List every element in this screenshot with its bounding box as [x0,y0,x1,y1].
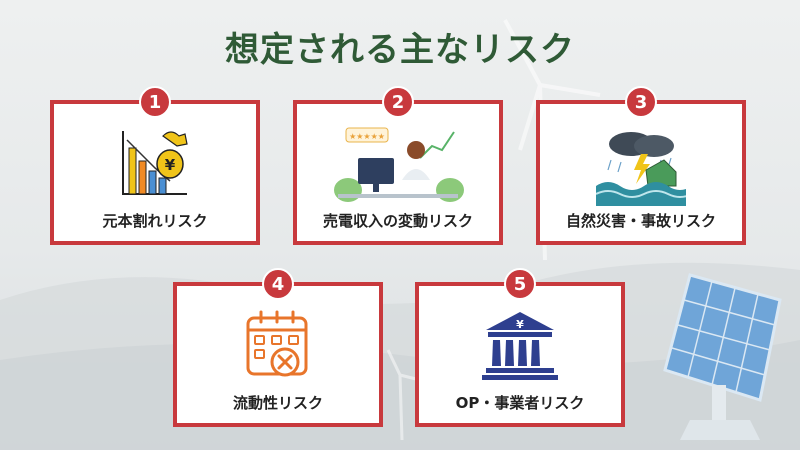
solar-panel-icon [663,273,782,440]
card-label: 自然災害・事故リスク [565,212,716,230]
svg-text:¥: ¥ [516,318,524,331]
storm-flood-icon [596,132,686,206]
operator-monitor-icon: ★★★★★ [334,127,464,202]
risk-card-4: 4 流動性リスク [173,268,383,427]
number-badge: 4 [262,268,294,300]
money-loss-chart-icon: ¥ [122,131,188,195]
number-badge: 3 [625,86,657,118]
card-label: OP・事業者リスク [455,394,585,412]
risk-card-1: 1 ¥ 元本割れリスク [50,86,260,245]
calendar-cancel-icon [246,310,308,377]
risk-card-2: 2 ★★★★★ 売電収入の変動リスク [293,86,503,245]
number-badge: 5 [504,268,536,300]
number-badge: 2 [382,86,414,118]
card-label: 売電収入の変動リスク [322,212,473,230]
svg-text:¥: ¥ [165,156,176,174]
page-title: 想定される主なリスク [225,30,575,70]
bank-yen-icon: ¥ [482,312,558,380]
risk-card-3: 3 自然災害・事故リスク [536,86,746,245]
number-badge: 1 [139,86,171,118]
card-label: 元本割れリスク [102,212,208,230]
svg-text:★★★★★: ★★★★★ [349,132,385,141]
card-label: 流動性リスク [232,394,323,412]
risk-card-5: 5 ¥ OP・事業者リスク [415,268,625,427]
